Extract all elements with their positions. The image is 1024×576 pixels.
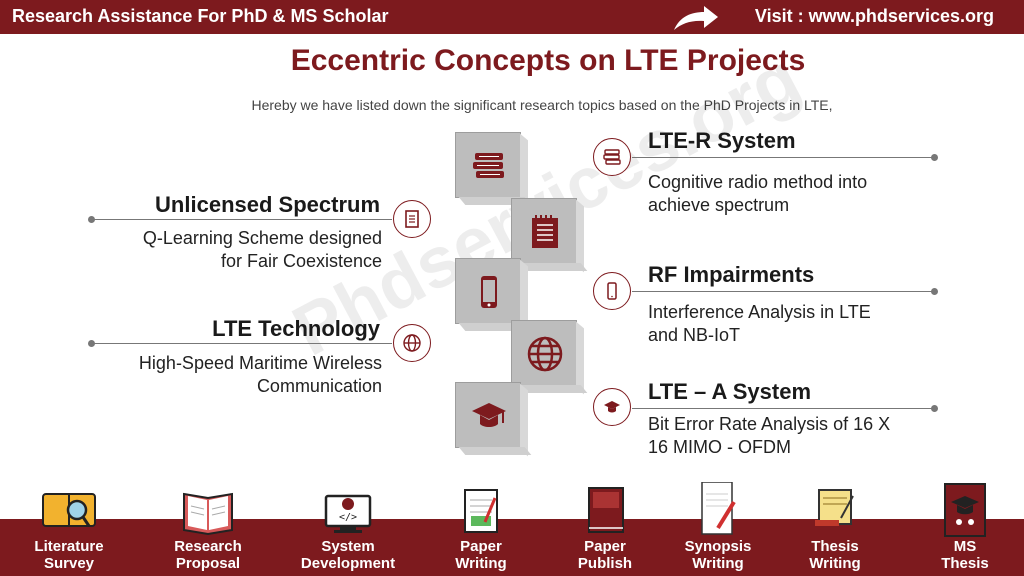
- system-development-icon: </>: [324, 494, 372, 533]
- arrow-icon: [674, 6, 718, 30]
- topic-line-dot: [931, 405, 938, 412]
- topic-line: [632, 291, 934, 292]
- header-bar: Research Assistance For PhD & MS Scholar…: [0, 0, 1024, 34]
- graduation-cap-icon: [472, 403, 506, 427]
- page-title: Eccentric Concepts on LTE Projects: [290, 44, 806, 77]
- notepad-icon: [532, 215, 558, 248]
- books-icon: [603, 149, 621, 165]
- cube-notepad: [511, 198, 584, 273]
- topic-desc-line1: Interference Analysis in LTE: [648, 302, 871, 322]
- cube-globe: [511, 320, 584, 395]
- topic-heading-lte-r-system: LTE-R System: [648, 128, 796, 153]
- topic-desc-line1: Q-Learning Scheme designed: [142, 228, 382, 248]
- topic-heading-lte-a-system: LTE – A System: [648, 379, 812, 404]
- topic-line-dot: [88, 216, 95, 223]
- topic-icon-circle: [593, 388, 631, 426]
- globe-icon: [527, 336, 563, 372]
- paper-publish-icon: [588, 487, 624, 533]
- mobile-icon: [607, 282, 617, 300]
- synopsis-writing-icon: [701, 481, 736, 535]
- header-tagline: Research Assistance For PhD & MS Scholar: [12, 6, 389, 26]
- svg-text:</>: </>: [339, 512, 357, 523]
- topic-desc-line2: 16 MIMO - OFDM: [648, 437, 791, 457]
- topic-desc-line2: and NB-IoT: [648, 325, 741, 345]
- website-link[interactable]: Visit : www.phdservices.org: [754, 6, 994, 26]
- topic-line-dot: [931, 154, 938, 161]
- books-icon: [473, 153, 504, 178]
- topic-desc-line1: Cognitive radio method into: [648, 172, 868, 192]
- topic-desc-line2: achieve spectrum: [648, 195, 790, 215]
- cube-graduation: [455, 382, 528, 457]
- topic-line: [632, 408, 934, 409]
- topic-icon-circle: [593, 138, 631, 176]
- topic-heading-rf-impairments: RF Impairments: [648, 262, 815, 287]
- research-proposal-icon: [183, 492, 233, 536]
- notepad-icon: [405, 210, 419, 228]
- topic-icon-circle: [593, 272, 631, 310]
- globe-icon: [403, 334, 421, 352]
- ms-thesis-icon: [944, 483, 986, 537]
- topic-heading-lte-technology: LTE Technology: [212, 316, 380, 341]
- cube-books: [455, 132, 528, 207]
- cube-mobile: [455, 258, 528, 333]
- literature-survey-icon: [42, 493, 96, 527]
- topic-desc-line1: Bit Error Rate Analysis of 16 X: [648, 414, 891, 434]
- topic-line: [92, 343, 392, 344]
- topic-heading-unlicensed-spectrum: Unlicensed Spectrum: [155, 192, 380, 217]
- graduation-cap-icon: [604, 401, 620, 413]
- topic-line-dot: [88, 340, 95, 347]
- topic-line: [92, 219, 392, 220]
- services-bar: [0, 519, 1024, 576]
- topic-icon-circle: [393, 324, 431, 362]
- topic-icon-circle: [393, 200, 431, 238]
- thesis-writing-icon: [815, 489, 854, 532]
- topic-line-dot: [931, 288, 938, 295]
- topic-line: [632, 157, 934, 158]
- topic-desc-line2: Communication: [256, 376, 382, 396]
- topic-desc-line1: High-Speed Maritime Wireless: [138, 353, 382, 373]
- page-subtitle: Hereby we have listed down the significa…: [251, 97, 833, 113]
- topic-desc-line2: for Fair Coexistence: [220, 251, 382, 271]
- paper-writing-icon: [464, 489, 498, 533]
- mobile-icon: [481, 276, 497, 308]
